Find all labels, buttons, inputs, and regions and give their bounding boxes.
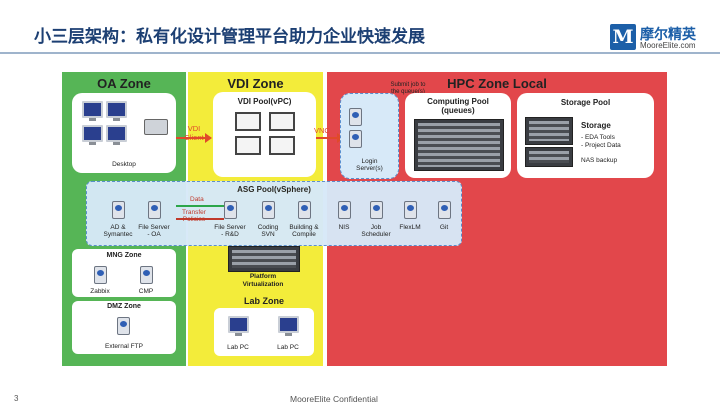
title-divider [0, 52, 720, 54]
vdi-client-label: VDI Client [184, 124, 204, 142]
lab-pc-label: Lab PC [227, 344, 249, 351]
virtualization-host-icon [228, 246, 300, 272]
vdi-pool-card: VDI Pool(vPC) [213, 92, 316, 177]
server-icon [112, 201, 125, 219]
vnc-arrow [316, 133, 344, 143]
server-icon [370, 201, 383, 219]
lab-zone-title: Lab Zone [244, 296, 284, 306]
asg-server-label: Job Scheduler [361, 224, 391, 238]
storage-items: - EDA Tools - Project Data [581, 134, 621, 149]
page-number: 3 [14, 394, 19, 403]
vdi-pool-title: VDI Pool(vPC) [237, 97, 292, 106]
server-icon [148, 201, 161, 219]
server-icon [338, 201, 351, 219]
storage-pool-title: Storage Pool [560, 98, 611, 107]
logo-chinese-name: 摩尔精英 [640, 26, 696, 42]
vdi-zone-title: VDI Zone [227, 76, 284, 91]
asg-server-label: File Server - OA [138, 224, 170, 238]
mng-item-label: CMP [138, 288, 154, 295]
server-icon [298, 201, 311, 219]
server-icon [117, 317, 130, 335]
transfer-policies-arrow [176, 218, 224, 220]
desktop-monitor-icon [82, 101, 103, 121]
asg-server-label: NIS [338, 224, 350, 231]
mng-item-label: Zabbix [90, 288, 110, 295]
asg-server-label: AD & Symantec [103, 224, 133, 238]
dmz-zone-card: DMZ Zone External FTP [72, 301, 176, 354]
server-icon [349, 108, 362, 126]
storage-array-icon [525, 117, 573, 145]
lab-pc-icon [228, 316, 249, 336]
mng-zone-title: MNG Zone [106, 252, 142, 259]
oa-zone-title: OA Zone [97, 76, 151, 91]
vdi-client-arrow [176, 133, 212, 143]
confidential-notice: MooreElite Confidential [290, 394, 378, 404]
vnc-label: VNC [314, 126, 330, 135]
computing-rack-icon [414, 119, 504, 171]
asg-server-label: File Server - R&D [214, 224, 246, 238]
desktop-monitor-icon [106, 101, 127, 121]
storage-title: Storage [581, 121, 611, 130]
virtual-desktop-icon [235, 112, 261, 131]
server-icon [438, 201, 451, 219]
lab-pc-icon [278, 316, 299, 336]
nas-icon [525, 147, 573, 167]
asg-server-label: Building & Compile [289, 224, 319, 238]
hpc-zone-title: HPC Zone Local [447, 76, 547, 91]
virtual-desktop-icon [269, 112, 295, 131]
virtual-desktop-icon [269, 136, 295, 155]
server-icon [262, 201, 275, 219]
data-arrow [176, 205, 224, 207]
desktop-label: Desktop [112, 161, 136, 168]
asg-pool-title: ASG Pool(vSphere) [237, 185, 311, 194]
nas-backup-label: NAS backup [581, 157, 618, 164]
computing-pool-card: Computing Pool (queues) [405, 93, 511, 178]
server-icon [94, 266, 107, 284]
server-icon [404, 201, 417, 219]
data-label: Data [190, 196, 204, 203]
login-servers-card: Login Server(s) [340, 93, 399, 179]
storage-pool-card: Storage Pool Storage - EDA Tools - Proje… [517, 93, 654, 178]
virtual-desktop-icon [235, 136, 261, 155]
login-servers-label: Login Server(s) [356, 158, 383, 172]
lab-pc-label: Lab PC [277, 344, 299, 351]
desktop-monitor-icon [106, 125, 127, 145]
logo-website: MooreElite.com [640, 41, 696, 50]
asg-server-label: Git [439, 224, 449, 231]
logo-mark: M [610, 24, 636, 50]
printer-icon [144, 119, 168, 135]
mng-zone-card: MNG Zone Zabbix CMP [72, 249, 176, 297]
server-icon [224, 201, 237, 219]
asg-server-label: FlexLM [399, 224, 421, 231]
computing-pool-title: Computing Pool (queues) [427, 97, 489, 115]
platform-virtualization-label: Platform Virtualization [242, 273, 284, 288]
submit-job-label: Submit job to the queue(s) [390, 82, 426, 95]
server-icon [140, 266, 153, 284]
desktop-card: Desktop [72, 93, 176, 173]
asg-server-label: Coding SVN [257, 224, 279, 238]
transfer-policies-label: Transfer Policies [182, 209, 206, 223]
dmz-zone-title: DMZ Zone [107, 303, 141, 310]
dmz-item-label: External FTP [105, 343, 143, 350]
desktop-monitor-icon [82, 125, 103, 145]
slide-title: 小三层架构：私有化设计管理平台助力企业快速发展 [34, 27, 425, 46]
lab-zone-card: Lab PC Lab PC [214, 308, 314, 356]
company-logo: M 摩尔精英 MooreElite.com [610, 24, 712, 52]
server-icon [349, 130, 362, 148]
